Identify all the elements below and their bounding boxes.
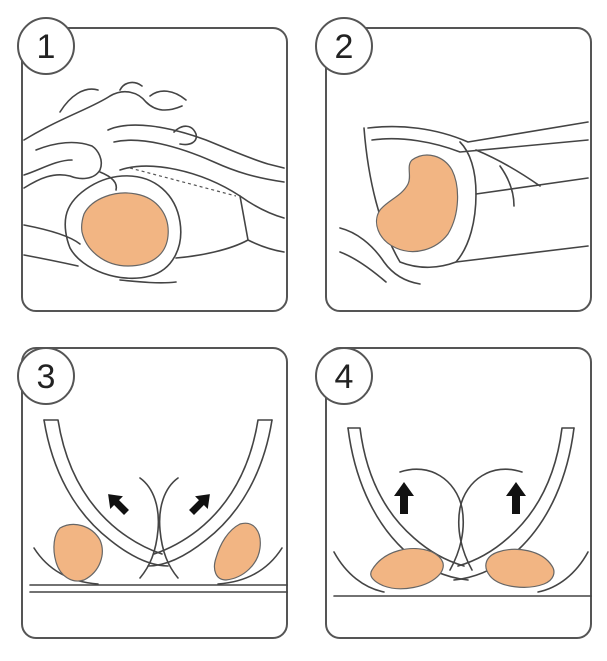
panel-step-2: 2 (315, 17, 592, 312)
bra-illustration (23, 124, 285, 284)
panel-step-1: 1 (17, 17, 288, 312)
pad-insert (375, 154, 459, 253)
panel-frame (21, 27, 288, 312)
panel-step-3: 3 (17, 347, 288, 639)
step-number: 3 (37, 358, 56, 396)
pad-insert-left (370, 548, 444, 590)
step-badge (315, 17, 373, 75)
step-number: 1 (37, 28, 56, 66)
pad-insert-right (485, 548, 555, 588)
step-badge (315, 347, 373, 405)
panel-step-4: 4 (315, 347, 592, 639)
step-number: 4 (335, 358, 354, 396)
step-number: 2 (335, 28, 354, 66)
hand-illustration (23, 81, 198, 191)
pad-insert (81, 192, 169, 267)
arrow-icon (108, 494, 129, 515)
bra-illustration (29, 419, 288, 593)
arrow-icon (506, 482, 526, 514)
bra-illustration (339, 121, 589, 285)
arrow-icon (189, 494, 210, 515)
pad-insert-left (53, 523, 103, 582)
step-badge (17, 347, 75, 405)
panel-frame (325, 27, 592, 312)
bra-illustration (333, 427, 592, 597)
arrow-icon (394, 482, 414, 514)
step-badge (17, 17, 75, 75)
pad-insert-right (213, 522, 261, 581)
